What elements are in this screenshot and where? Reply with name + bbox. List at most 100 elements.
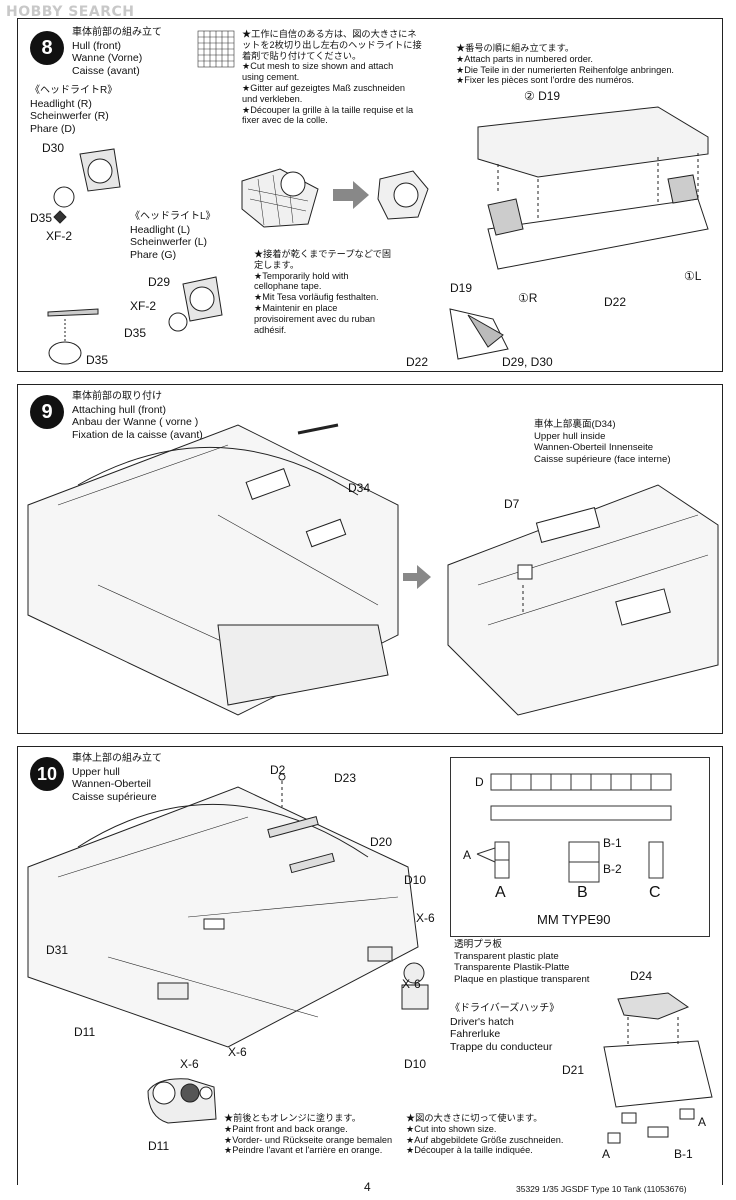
note-line: cellophane tape.: [254, 281, 322, 292]
label-xf2: XF-2: [46, 229, 73, 243]
mesh-note: ★工作に自信のある方は、図の大きさにネ ットを2枚切り出し左右のヘッドライトに接…: [242, 29, 442, 126]
note-line: provisoirement avec du ruban: [254, 313, 376, 324]
drivers-hatch-caption: 《ドライバーズハッチ》 Driver's hatch Fahrerluke Tr…: [450, 1003, 559, 1053]
transparent-plate-note: 透明プラ板 Transparent plastic plate Transpar…: [454, 939, 589, 985]
note-line: 着剤で貼り付けてください。: [242, 50, 362, 61]
note-line: ★Gitter auf gezeigtes Maß zuschneiden: [242, 82, 405, 93]
label-x6-d: X-6: [180, 1057, 199, 1071]
caption-en: Driver's hatch: [450, 1015, 514, 1028]
step-10-title: 車体上部の組み立て Upper hull Wannen-Oberteil Cai…: [72, 753, 162, 803]
step-8-drawing: [47, 30, 709, 365]
hull-inside-right-view: [447, 484, 719, 716]
caption-de: Scheinwerfer (L): [130, 236, 208, 248]
note-line: ★Peindre l'avant et l'arrière en orange.: [224, 1145, 383, 1156]
step-10-panel: 10 車体上部の組み立て Upper hull Wannen-Oberteil …: [17, 746, 723, 1185]
mm-label-b1: B-1: [603, 836, 622, 850]
title-en: Attaching hull (front): [72, 403, 166, 416]
label-d10: D10: [404, 873, 427, 887]
step-8-panel: 8 車体前部の組み立て Hull (front) Wanne (Vorne) C…: [17, 18, 723, 372]
label-d24: D24: [630, 969, 653, 983]
label-a-1: A: [698, 1115, 707, 1129]
label-d35-c: D35: [86, 353, 109, 367]
title-jp: 車体前部の取り付け: [72, 391, 162, 402]
title-jp: 車体前部の組み立て: [72, 27, 162, 38]
headlight-r-caption: 《ヘッドライトR》 Headlight (R) Scheinwerfer (R)…: [30, 85, 117, 135]
title-fr: Caisse supérieure: [72, 790, 157, 803]
note-line: fixer avec de la colle.: [242, 115, 328, 126]
mm-label-b2: B-2: [603, 862, 622, 876]
headlight-l-part: [168, 276, 223, 332]
title-en: Hull (front): [72, 39, 122, 52]
order-note: ★番号の順に組み立てます。 ★Attach parts in numbered …: [456, 43, 716, 86]
label-d22: D22: [604, 295, 627, 309]
title-de: Wanne (Vorne): [72, 52, 143, 64]
note-line: ★接着が乾くまでテープなどで固: [254, 249, 392, 259]
note-line: ★Attach parts in numbered order.: [456, 53, 593, 64]
note-line: Upper hull inside: [534, 430, 606, 442]
note-line: ★図の大きさに切って使います。: [406, 1113, 543, 1123]
cut-size-note: ★図の大きさに切って使います。 ★Cut into shown size. ★A…: [406, 1113, 606, 1156]
note-line: ★工作に自信のある方は、図の大きさにネ: [242, 29, 417, 39]
label-d2: D2: [270, 763, 286, 777]
caption-fr: Trappe du conducteur: [450, 1040, 553, 1053]
mesh-grid-icon: [197, 30, 235, 68]
label-d21: D21: [562, 1063, 585, 1077]
note-line: using cement.: [242, 72, 300, 83]
mesh-headlight-part: [241, 168, 429, 228]
note-line: Caisse supérieure (face interne): [534, 453, 671, 465]
step-9-drawing: [27, 423, 719, 716]
headlight-l-caption: 《ヘッドライトL》 Headlight (L) Scheinwerfer (L)…: [130, 211, 216, 261]
step-9-panel: 9 車体前部の取り付け Attaching hull (front) Anbau…: [17, 384, 723, 734]
note-line: Plaque en plastique transparent: [454, 973, 590, 985]
caption-en: Headlight (L): [130, 223, 191, 236]
label-x6-b: X-6: [402, 977, 421, 991]
caption-en: Headlight (R): [30, 97, 92, 110]
label-d11-b: D11: [148, 1139, 170, 1153]
note-line: ★Mit Tesa vorläufig festhalten.: [254, 292, 379, 303]
caption-fr: Phare (G): [130, 248, 177, 261]
label-d23: D23: [334, 771, 357, 785]
label-x6: X-6: [416, 911, 435, 925]
upper-hull-part: [27, 773, 419, 1048]
kit-info: 35329 1/35 JGSDF Type 10 Tank (11053676): [516, 1184, 687, 1194]
label-1r: ①R: [518, 291, 538, 305]
label-d31: D31: [46, 943, 69, 957]
headlight-r-part: [53, 148, 121, 224]
page-number: 4: [364, 1180, 371, 1194]
wedge-detail: [449, 308, 509, 360]
label-1l: ①L: [684, 269, 702, 283]
label-d29: D29: [148, 275, 171, 289]
note-line: 透明プラ板: [454, 939, 502, 950]
label-b1: B-1: [674, 1147, 693, 1161]
label-d34: D34: [348, 481, 371, 495]
note-line: ★Fixer les pièces sont l'ordre des numér…: [456, 75, 634, 86]
mm-label-a-pointer: A: [463, 848, 472, 862]
template-drawing: [476, 773, 672, 883]
note-line: 定します。: [254, 259, 300, 270]
mm-type90-template: D A B-1 B-2 A B C MM TYPE90: [450, 757, 710, 937]
note-line: ★Maintenir en place: [254, 302, 338, 313]
note-line: ットを2枚切り出し左右のヘッドライトに接: [242, 39, 422, 50]
hull-front-assembly: [477, 106, 709, 270]
mm-label-B: B: [577, 884, 588, 901]
note-line: Wannen-Oberteil Innenseite: [534, 442, 654, 453]
mm-label-A: A: [495, 884, 506, 901]
note-line: ★Cut mesh to size shown and attach: [242, 61, 394, 72]
caption-de: Fahrerluke: [450, 1028, 501, 1040]
note-line: ★Vorder- und Rückseite orange bemalen: [224, 1134, 393, 1145]
caption-fr: Phare (D): [30, 122, 76, 135]
note-line: ★Die Teile in der numerierten Reihenfolg…: [456, 64, 674, 75]
periscope-parts: [147, 962, 429, 1124]
title-fr: Caisse (avant): [72, 64, 140, 77]
label-a-2: A: [602, 1147, 611, 1161]
arrow-icon: [403, 565, 431, 589]
brush-icon: [47, 308, 99, 365]
label-d20: D20: [370, 835, 393, 849]
note-line: ★Auf abgebildete Größe zuschneiden.: [406, 1134, 564, 1145]
note-line: ★Paint front and back orange.: [224, 1123, 348, 1134]
step-8-number: 8: [30, 31, 64, 65]
note-line: adhésif.: [254, 324, 287, 335]
step-10-drawing: [27, 773, 713, 1144]
label-xf2-b: XF-2: [130, 299, 157, 313]
title-de: Wannen-Oberteil: [72, 778, 151, 790]
